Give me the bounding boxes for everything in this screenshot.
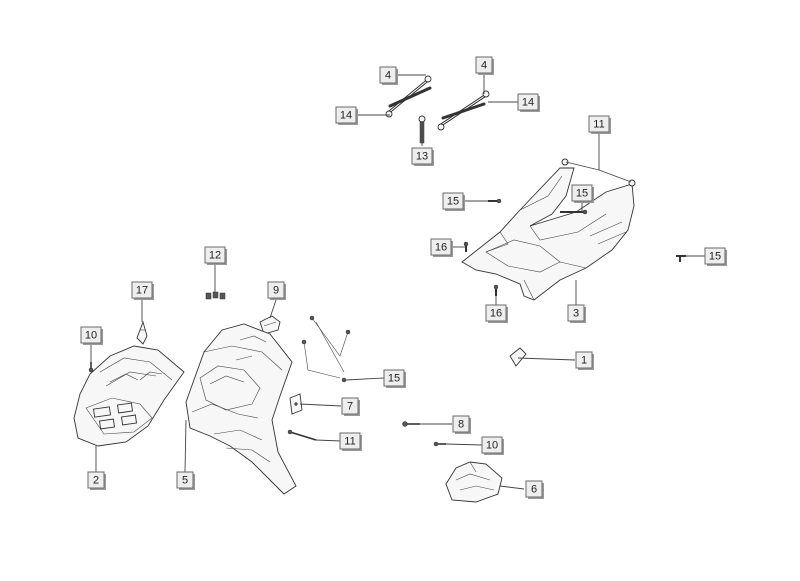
callout-box: [383, 369, 405, 387]
callout-box: [517, 93, 539, 111]
callout-c4b: 4: [475, 56, 494, 75]
callout-c15b: 15: [571, 184, 594, 203]
callout-c6: 6: [525, 480, 544, 499]
callout-number: 15: [447, 196, 459, 208]
callout-box: [571, 184, 593, 202]
callout-c11a: 11: [588, 115, 611, 134]
callout-box: [525, 480, 543, 498]
floor-panel-3: [461, 158, 636, 301]
callout-number: 16: [435, 242, 447, 254]
callout-box: [485, 304, 507, 322]
callout-number: 2: [93, 475, 99, 487]
callout-box: [475, 56, 493, 74]
callout-c13: 13: [411, 147, 434, 166]
callout-c12: 12: [204, 246, 227, 265]
callout-box: [411, 147, 433, 165]
callout-labels: 4 4 14 14 13 11 15 15 16 15 16 3 12 17 9 10 1 15 7 11 8 10 2 5 6: [80, 56, 727, 499]
callout-box: [575, 351, 593, 369]
callout-c15d: 15: [383, 369, 406, 388]
callout-number: 13: [416, 151, 428, 163]
callout-c17: 17: [131, 281, 154, 300]
callout-box: [131, 281, 153, 299]
callout-c1: 1: [575, 351, 594, 370]
callout-box: [80, 326, 102, 344]
callout-c16a: 16: [430, 238, 453, 257]
callout-c5: 5: [176, 471, 195, 490]
callout-number: 14: [522, 97, 534, 109]
callout-box: [567, 304, 585, 322]
frame-rod-left: [385, 75, 432, 118]
callout-box: [379, 66, 397, 84]
callout-c15c: 15: [704, 247, 727, 266]
callout-number: 10: [486, 440, 498, 452]
callout-number: 5: [182, 475, 188, 487]
callout-c14b: 14: [517, 93, 540, 112]
callout-c2: 2: [87, 471, 106, 490]
screw-8: [402, 421, 420, 427]
callout-number: 7: [347, 401, 353, 413]
screw-15-c: [676, 255, 686, 262]
callout-c16b: 16: [485, 304, 508, 323]
callout-number: 11: [593, 119, 604, 131]
callout-number: 16: [490, 308, 502, 320]
callout-box: [442, 192, 464, 210]
plate-1: [509, 347, 527, 367]
callout-number: 1: [581, 355, 587, 367]
clips-12: [205, 291, 226, 300]
callout-box: [341, 397, 359, 415]
callout-number: 15: [388, 373, 400, 385]
callout-number: 3: [573, 308, 579, 320]
callout-c10b: 10: [481, 436, 504, 455]
callout-c3: 3: [567, 304, 586, 323]
screw-15-a: [488, 198, 502, 204]
screw-11-b: [287, 429, 317, 441]
leader-lines: [90, 72, 706, 490]
screw-10-a: [88, 362, 94, 373]
callout-box: [204, 246, 226, 264]
callout-box: [176, 471, 194, 489]
callout-box: [267, 281, 285, 299]
callout-number: 17: [136, 285, 148, 297]
callout-c9: 9: [267, 281, 286, 300]
screw-16-b: [493, 284, 499, 296]
frame-rod-right: [437, 90, 490, 131]
callout-number: 12: [209, 250, 221, 262]
callout-c7: 7: [341, 397, 360, 416]
screw-16-a: [463, 241, 469, 252]
callout-number: 9: [273, 285, 279, 297]
callout-number: 15: [709, 251, 721, 263]
callout-c14a: 14: [335, 106, 358, 125]
callout-c10a: 10: [80, 326, 103, 345]
callout-c15a: 15: [442, 192, 465, 211]
callout-number: 15: [576, 188, 588, 200]
wire-bracket-15: [301, 315, 351, 383]
callout-number: 14: [340, 110, 352, 122]
bracket-7: [289, 393, 303, 415]
emblem-17: [136, 320, 148, 345]
callout-box: [335, 106, 357, 124]
callout-box: [704, 247, 726, 265]
callout-box: [339, 432, 361, 450]
callout-number: 4: [385, 70, 391, 82]
callout-box: [481, 436, 503, 454]
callout-box: [87, 471, 105, 489]
front-shield-2: [73, 345, 185, 447]
callout-c8: 8: [452, 415, 471, 434]
screw-10-b: [433, 441, 446, 447]
callout-box: [588, 115, 610, 133]
callout-number: 8: [458, 419, 464, 431]
leg-shield-5: [185, 323, 297, 495]
callout-number: 6: [531, 484, 537, 496]
callout-number: 11: [344, 436, 355, 448]
callout-c11b: 11: [339, 432, 362, 451]
callout-box: [452, 415, 470, 433]
callout-number: 10: [85, 330, 97, 342]
callout-c4a: 4: [379, 66, 398, 85]
cover-6: [445, 461, 503, 503]
callout-box: [430, 238, 452, 256]
callout-number: 4: [481, 60, 487, 72]
